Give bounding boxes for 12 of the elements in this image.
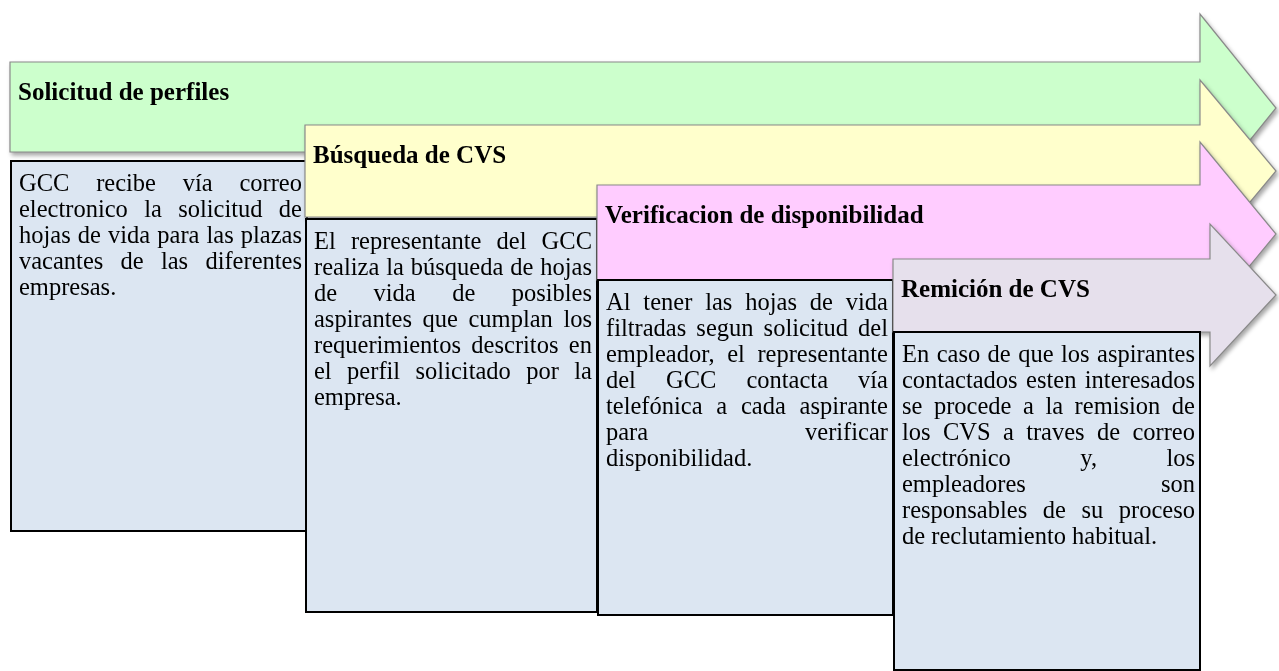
- description-box: [305, 218, 598, 613]
- step-description: Al tener las hojas de vida filtradas segun solicitud del empleador, el representante del GCC contacta vía telefónica a cada aspirante para verificar disponibilidad.: [606, 289, 888, 471]
- step-description: En caso de que los aspirantes contactados esten interesados se procede a la remision de los CVS a traves de correo electrónico y, los empleadores son responsables de su proceso de reclutamiento habitual.: [902, 341, 1195, 549]
- step-description: El representante del GCC realiza la búsqueda de hojas de vida de posibles aspirantes que cumplan los requerimientos descritos en el perfil solicitado por la empresa.: [314, 228, 592, 410]
- description-box: [893, 331, 1201, 671]
- step-title: Solicitud de perfiles: [18, 78, 230, 106]
- step-title: Verificacion de disponibilidad: [605, 201, 924, 229]
- step-title: Búsqueda de CVS: [313, 141, 507, 169]
- description-box: [597, 279, 894, 616]
- step-title: Remición de CVS: [901, 275, 1090, 303]
- description-box: [10, 160, 308, 532]
- step-description: GCC recibe vía correo electronico la solicitud de hojas de vida para las plazas vacantes de las diferentes empresas.: [19, 170, 302, 300]
